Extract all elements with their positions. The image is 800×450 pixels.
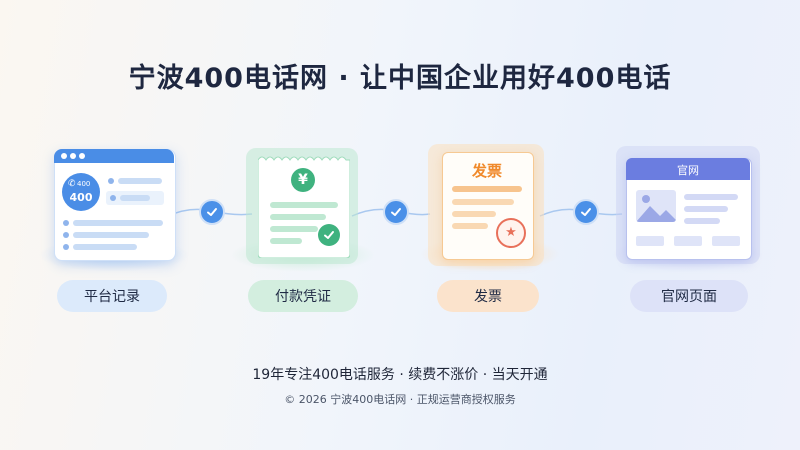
check-icon <box>199 199 225 225</box>
invoice-icon: 发票 ★ <box>442 152 534 260</box>
check-icon <box>573 199 599 225</box>
step-label-website-page: 官网页面 <box>630 280 748 312</box>
step-label-platform-record: 平台记录 <box>57 280 167 312</box>
image-icon <box>636 190 676 222</box>
payment-receipt-icon: ¥ <box>258 154 350 258</box>
invoice-title: 发票 <box>471 162 502 180</box>
step-label-payment-receipt: 付款凭证 <box>248 280 358 312</box>
stamp-icon: ★ <box>496 218 526 248</box>
400-badge: ✆ 400 400 <box>62 173 100 211</box>
website-header-text: 官网 <box>677 164 699 177</box>
website-page-icon: 官网 <box>626 158 752 260</box>
check-icon <box>383 199 409 225</box>
phone-icon: ✆ <box>68 179 76 189</box>
page-title: 宁波400电话网 · 让中国企业用好400电话 <box>128 63 672 94</box>
footer-copyright: © 2026 宁波400电话网 · 正规运营商授权服务 <box>284 393 516 406</box>
tagline: 19年专注400电话服务 · 续费不涨价 · 当天开通 <box>252 367 548 383</box>
check-icon <box>318 224 340 246</box>
step-label-invoice: 发票 <box>437 280 539 312</box>
platform-record-icon: ✆ 400 400 <box>54 149 176 261</box>
yen-icon: ¥ <box>291 168 315 192</box>
